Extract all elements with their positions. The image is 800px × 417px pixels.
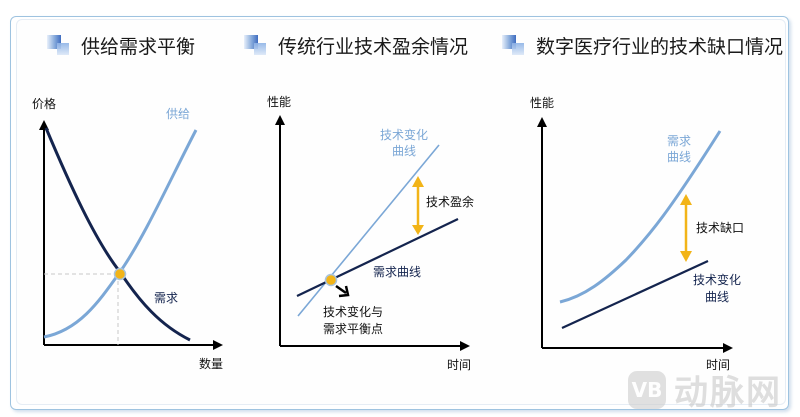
square-bullet-icon xyxy=(244,34,268,57)
y-axis-label: 价格 xyxy=(32,96,56,111)
tech-change-label-1: 技术变化 xyxy=(693,272,741,287)
demand-curve-label-2: 曲线 xyxy=(667,150,691,164)
outer-frame xyxy=(10,16,789,410)
balance-arrow-head-icon xyxy=(338,285,350,298)
x-axis-label: 时间 xyxy=(706,358,730,372)
demand-curve-label-1: 需求 xyxy=(667,134,691,148)
tech-change-label-2: 曲线 xyxy=(705,290,729,304)
watermark-logo-icon: VB xyxy=(628,370,666,409)
y-axis-label: 性能 xyxy=(530,96,554,110)
square-bullet-icon xyxy=(502,34,526,57)
supply-label: 供给 xyxy=(166,107,190,121)
surplus-arrow-down-icon xyxy=(412,225,424,235)
square-bullet-icon xyxy=(47,34,71,57)
panel-1-title: 供给需求平衡 xyxy=(47,32,195,59)
tech-change-label-1: 技术变化 xyxy=(380,127,428,142)
demand-curve xyxy=(44,127,191,342)
watermark: VB 动脉网 xyxy=(628,365,782,414)
panel-2-title: 传统行业技术盈余情况 xyxy=(244,32,468,59)
balance-point xyxy=(324,273,338,287)
gap-arrow-down-icon xyxy=(680,251,692,262)
panel-1-title-text: 供给需求平衡 xyxy=(81,36,196,58)
equilibrium-point xyxy=(113,267,127,281)
panel-1-chart: 价格 数量 供给 需求 xyxy=(32,96,223,371)
inner-frame xyxy=(16,19,786,405)
surplus-arrow-up-icon xyxy=(412,176,424,187)
demand-label: 需求 xyxy=(154,291,178,305)
demand-line-label: 需求曲线 xyxy=(373,265,421,279)
y-axis-label: 性能 xyxy=(267,95,291,109)
surplus-label: 技术盈余 xyxy=(426,194,474,209)
tech-change-line xyxy=(297,144,440,317)
tech-change-label-2: 曲线 xyxy=(392,144,416,158)
balance-arrow-shaft xyxy=(335,284,347,295)
x-axis-label: 数量 xyxy=(199,356,223,371)
watermark-text: 动脉网 xyxy=(674,373,782,413)
gap-arrow-up-icon xyxy=(680,194,692,205)
supply-curve xyxy=(43,129,198,339)
x-axis-label: 时间 xyxy=(447,358,471,372)
balance-point-label-2: 需求平衡点 xyxy=(323,322,383,336)
demand-line xyxy=(296,218,459,297)
balance-point-label-1: 技术变化与 xyxy=(323,304,383,319)
panel-3-chart: 性能 时间 技术缺口 需求 曲线 技术变化 曲线 xyxy=(530,96,744,372)
tech-change-line xyxy=(561,260,709,329)
gap-label: 技术缺口 xyxy=(696,220,744,235)
panel-2-chart: 性能 时间 技术盈余 技术变化 曲线 需求曲线 技术变化与 需求平衡点 xyxy=(267,95,474,372)
panel-3-title: 数字医疗行业的技术缺口情况 xyxy=(502,32,783,59)
panel-3-title-text: 数字医疗行业的技术缺口情况 xyxy=(536,36,784,58)
panel-2-title-text: 传统行业技术盈余情况 xyxy=(278,36,469,58)
demand-curve xyxy=(559,130,722,304)
